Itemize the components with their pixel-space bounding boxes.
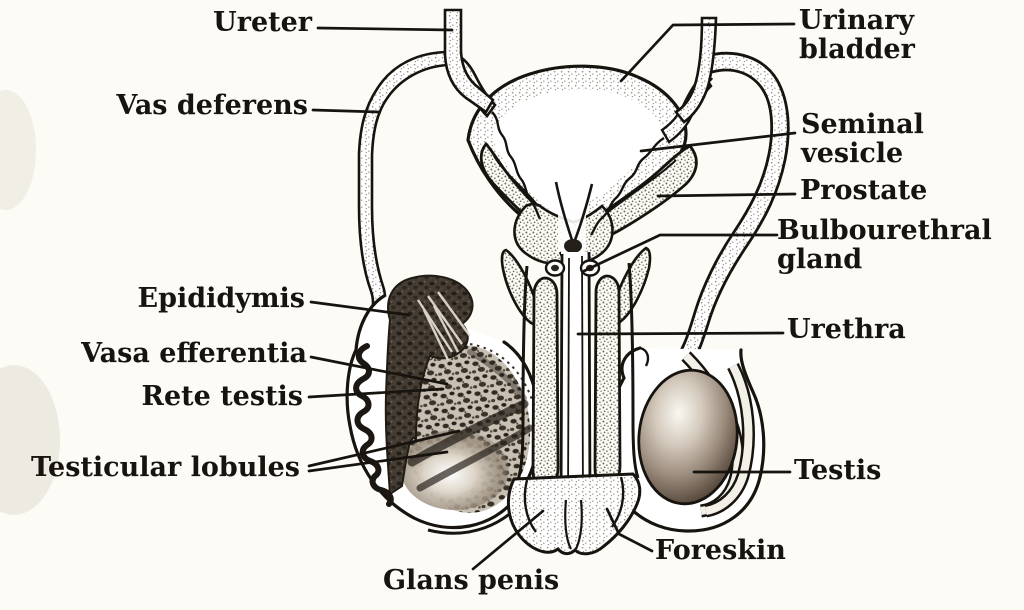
label-urinary-bladder: Urinary bladder — [799, 5, 915, 65]
vasa-efferentia-streaks — [416, 291, 471, 361]
leader-bulbourethral-gland — [582, 233, 779, 273]
leader-vas-deferens — [311, 108, 381, 114]
testis-right-shape — [637, 368, 739, 506]
urethra-tube — [559, 251, 592, 503]
paper-smudges — [0, 90, 60, 515]
leader-urinary-bladder — [619, 22, 796, 83]
leader-testicular-lobules-2 — [307, 450, 449, 473]
leader-vasa-efferentia — [309, 355, 449, 386]
leader-foreskin — [605, 507, 654, 553]
leader-lines — [307, 22, 797, 571]
label-epididymis: Epididymis — [137, 283, 305, 314]
label-seminal-vesicle: Seminal vesicle — [801, 109, 924, 169]
leader-epididymis — [309, 300, 411, 317]
leader-ureter — [316, 26, 454, 32]
leader-prostate — [656, 192, 797, 198]
label-prostate: Prostate — [800, 175, 928, 206]
foreskin-fold — [523, 479, 537, 533]
leader-glans-penis — [471, 509, 545, 571]
label-ureter: Ureter — [213, 7, 312, 38]
ureter-right-tube — [674, 16, 718, 124]
corpus-right-column — [593, 274, 622, 489]
epididymis-shape — [384, 274, 474, 496]
label-glans-penis: Glans penis — [383, 565, 560, 596]
penis-shaft — [516, 251, 640, 503]
vas-deferens-right-tube — [660, 51, 790, 364]
glans-shape — [506, 472, 642, 556]
leader-rete-testis — [307, 387, 445, 399]
label-testicular-lobules: Testicular lobules — [31, 452, 300, 483]
label-vas-deferens: Vas deferens — [116, 90, 308, 121]
label-bulbourethral-gland: Bulbourethral gland — [777, 215, 992, 275]
corpus-left-column — [531, 276, 560, 491]
label-vasa-efferentia: Vasa efferentia — [81, 338, 307, 369]
epididymis-coil — [353, 343, 394, 507]
vas-ampulla-ducts — [491, 111, 665, 236]
label-foreskin: Foreskin — [655, 535, 786, 566]
ureter-left-tube — [443, 8, 495, 114]
leader-seminal-vesicle — [639, 131, 797, 153]
bulbourethral-gland-shape — [544, 259, 601, 277]
leader-urethra — [576, 331, 785, 336]
label-rete-testis: Rete testis — [141, 381, 303, 412]
label-testis: Testis — [794, 455, 882, 486]
label-urethra: Urethra — [787, 314, 906, 345]
leader-testicular-lobules-1 — [307, 429, 461, 468]
